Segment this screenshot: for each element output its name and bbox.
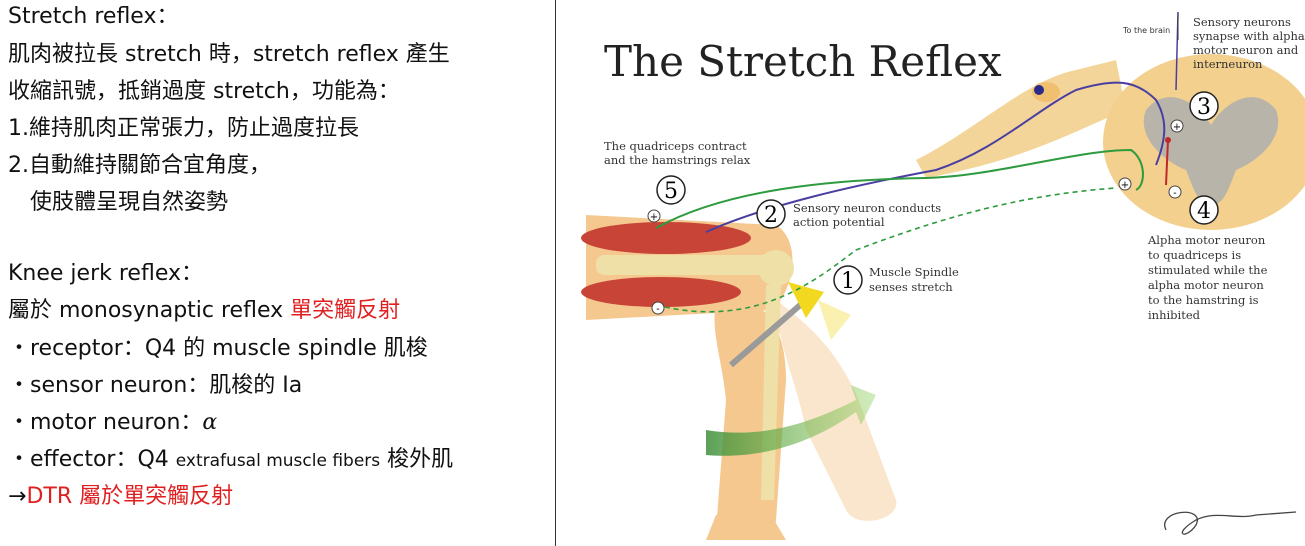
motion-arrow xyxy=(706,385,876,456)
step-badge-5: 5 xyxy=(656,175,686,205)
dtr-text: DTR 屬於單突觸反射 xyxy=(26,484,234,509)
stretch-line-5: 使肢體呈現自然姿勢 xyxy=(30,190,229,215)
notes-panel: Stretch reflex： 肌肉被拉長 stretch 時，stretch … xyxy=(0,0,555,546)
svg-text:1: 1 xyxy=(841,269,855,294)
spinal-nerve xyxy=(916,60,1126,178)
svg-text:Alpha motor neuron: Alpha motor neuron xyxy=(1147,233,1266,247)
hamstring-muscle xyxy=(581,277,741,307)
motor-label: ・motor neuron： xyxy=(8,410,203,435)
effector-chinese: 梭外肌 xyxy=(380,447,454,472)
sensory-cell-body xyxy=(1034,85,1044,95)
motor-neuron xyxy=(655,148,1144,229)
femur-bone xyxy=(596,255,776,275)
label-step-4: Alpha motor neuron to quadriceps is stim… xyxy=(1147,233,1268,322)
svg-text:to quadriceps is: to quadriceps is xyxy=(1148,248,1241,262)
reflex-hammer-ghost xyxy=(818,300,851,340)
panel-divider xyxy=(555,0,556,546)
foot xyxy=(706,515,786,540)
effector-label: ・effector：Q4 xyxy=(8,447,176,472)
to-brain-label: To the brain xyxy=(1122,26,1170,35)
knee-joint xyxy=(758,250,794,286)
dtr-line: →DTR 屬於單突觸反射 xyxy=(8,482,233,512)
label-step-3: Sensory neurons synapse with alpha motor… xyxy=(1193,15,1305,71)
svg-text:stimulated while the: stimulated while the xyxy=(1148,263,1268,277)
svg-text:Sensory neuron conducts: Sensory neuron conducts xyxy=(793,201,941,215)
svg-text:+: + xyxy=(1173,122,1181,133)
alpha-symbol: α xyxy=(202,410,218,435)
diagram-title: The Stretch Reflex xyxy=(604,37,1002,86)
stretch-line-4: 2.自動維持關節合宜角度， xyxy=(8,153,271,178)
quadriceps-muscle xyxy=(581,222,751,254)
svg-text:3: 3 xyxy=(1197,95,1211,120)
svg-text:action potential: action potential xyxy=(793,215,885,229)
monosynaptic-chinese: 單突觸反射 xyxy=(290,298,401,323)
svg-text:Muscle Spindle: Muscle Spindle xyxy=(869,265,959,279)
minus-sign-cord xyxy=(1168,185,1182,199)
svg-text:4: 4 xyxy=(1197,199,1211,224)
knee-jerk-heading: Knee jerk reflex： xyxy=(8,261,203,286)
step-badge-4: 4 xyxy=(1189,195,1219,225)
svg-text:synapse with alpha: synapse with alpha xyxy=(1193,29,1305,43)
label-step-5: The quadriceps contract and the hamstrin… xyxy=(604,139,751,167)
plus-sign-cord-upper xyxy=(1170,119,1184,133)
stretch-reflex-heading: Stretch reflex： xyxy=(8,4,179,29)
motor-neuron-dashed xyxy=(655,187,1117,313)
svg-text:interneuron: interneuron xyxy=(1193,57,1263,71)
svg-text:motor neuron and: motor neuron and xyxy=(1193,43,1299,57)
step-badge-2: 2 xyxy=(756,199,786,229)
svg-text:-: - xyxy=(1173,188,1176,199)
label-step-1: Muscle Spindle senses stretch xyxy=(869,265,959,294)
plus-sign-cord-lower xyxy=(1118,177,1132,191)
arrow-glyph: → xyxy=(8,484,27,509)
inhibitory-interneuron xyxy=(1165,139,1169,186)
svg-text:inhibited: inhibited xyxy=(1148,308,1201,322)
svg-text:-: - xyxy=(656,304,659,315)
svg-text:+: + xyxy=(650,212,658,223)
diagram-svg: + + - + - The Stretch Reflex To the brai… xyxy=(581,11,1305,540)
receptor-line: ・receptor：Q4 的 muscle spindle 肌梭 xyxy=(8,336,428,361)
stretch-reflex-diagram: + + - + - The Stretch Reflex To the brai… xyxy=(556,0,1305,546)
stretch-line-2: 收縮訊號，抵銷過度 stretch，功能為： xyxy=(8,79,400,104)
stretch-line-1: 肌肉被拉長 stretch 時，stretch reflex 產生 xyxy=(8,42,450,67)
svg-text:The quadriceps contract: The quadriceps contract xyxy=(604,139,747,153)
svg-text:2: 2 xyxy=(764,203,778,228)
plus-sign-quadriceps xyxy=(647,209,661,223)
motor-line: ・motor neuron：α xyxy=(8,408,217,438)
svg-text:Sensory neurons: Sensory neurons xyxy=(1193,15,1291,29)
svg-text:+: + xyxy=(1121,180,1129,191)
svg-text:alpha motor neuron: alpha motor neuron xyxy=(1148,278,1264,292)
svg-text:5: 5 xyxy=(664,179,678,204)
knee-line-monosynaptic: 屬於 monosynaptic reflex 單突觸反射 xyxy=(8,296,400,326)
svg-text:and the hamstrings relax: and the hamstrings relax xyxy=(604,153,751,167)
effector-line: ・effector：Q4 extrafusal muscle fibers 梭外… xyxy=(8,445,453,476)
step-badge-3: 3 xyxy=(1189,91,1219,121)
interneuron-dot xyxy=(1165,137,1171,143)
step-badge-1: 1 xyxy=(833,265,863,295)
label-step-2: Sensory neuron conducts action potential xyxy=(793,201,941,229)
svg-text:senses stretch: senses stretch xyxy=(869,280,953,294)
reflex-hammer-handle xyxy=(729,297,808,368)
artist-signature xyxy=(1164,511,1297,535)
sensor-line: ・sensor neuron：肌梭的 Ia xyxy=(8,373,303,398)
minus-sign-hamstring xyxy=(651,301,665,315)
svg-text:to the hamstring is: to the hamstring is xyxy=(1148,293,1259,307)
monosynaptic-text: 屬於 monosynaptic reflex xyxy=(8,298,291,323)
reflex-hammer-head xyxy=(788,282,824,318)
effector-fibers: extrafusal muscle fibers xyxy=(175,451,381,471)
sensory-neuron xyxy=(705,81,1166,233)
stretch-line-3: 1.維持肌肉正常張力，防止過度拉長 xyxy=(8,116,359,141)
